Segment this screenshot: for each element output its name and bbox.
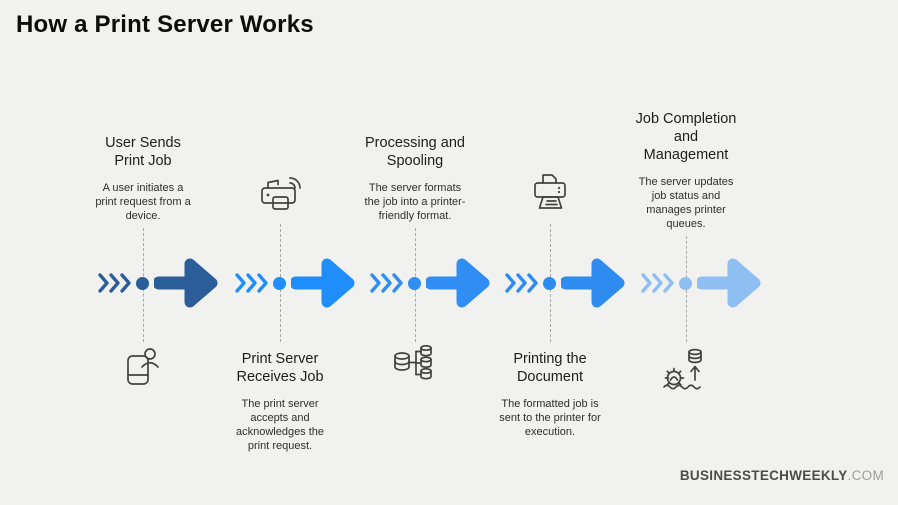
step-description: The server formats the job into a printe… — [364, 182, 466, 222]
timeline-dot — [679, 276, 692, 290]
step-connector-line — [686, 236, 687, 342]
timeline-dot — [273, 276, 286, 290]
step-text-block: Job Completion and Management The server… — [601, 110, 771, 231]
step-text-block: Printing the Document The formatted job … — [465, 350, 635, 439]
arrow-right-icon — [154, 258, 218, 308]
triple-chevron-icon — [505, 273, 538, 293]
brand-watermark: BUSINESSTECHWEEKLY.COM — [680, 468, 884, 483]
step-connector-line — [415, 228, 416, 342]
queue-management-icon — [654, 344, 718, 394]
spooling-database-icon — [383, 344, 447, 386]
step-description: The formatted job is sent to the printer… — [499, 398, 601, 438]
arrow-right-icon — [561, 258, 625, 308]
step-title: User Sends Print Job — [105, 135, 181, 169]
wireless-printer-icon — [248, 169, 312, 217]
timeline-arrow — [97, 254, 224, 312]
arrow-right-icon — [426, 258, 490, 308]
timeline-arrow — [369, 254, 496, 312]
step-connector-line — [143, 228, 144, 342]
step-title: Job Completion and Management — [635, 111, 737, 163]
timeline-arrow — [234, 254, 361, 312]
arrow-right-icon — [697, 258, 761, 308]
step-text-block: Print Server Receives Job The print serv… — [195, 350, 365, 453]
triple-chevron-icon — [641, 273, 674, 293]
step-description: The server updates job status and manage… — [638, 176, 734, 230]
triple-chevron-icon — [370, 273, 403, 293]
printer-output-icon — [518, 169, 582, 219]
step-text-block: Processing and Spooling The server forma… — [330, 134, 500, 223]
timeline-arrow — [504, 254, 631, 312]
triple-chevron-icon — [235, 273, 268, 293]
step-description: A user initiates a print request from a … — [95, 182, 191, 222]
step-text-block: User Sends Print Job A user initiates a … — [58, 134, 228, 223]
page-title: How a Print Server Works — [16, 11, 314, 38]
step-connector-line — [550, 224, 551, 342]
step-title: Printing the Document — [513, 351, 587, 385]
timeline-dot — [543, 276, 556, 290]
user-device-icon — [111, 344, 175, 390]
arrow-right-icon — [291, 258, 355, 308]
timeline-dot — [136, 276, 149, 290]
brand-name: BUSINESSTECHWEEKLY — [679, 468, 848, 483]
triple-chevron-icon — [98, 273, 131, 293]
step-title: Print Server Receives Job — [236, 351, 324, 385]
step-title: Processing and Spooling — [365, 135, 465, 169]
step-connector-line — [280, 224, 281, 342]
step-description: The print server accepts and acknowledge… — [235, 398, 325, 452]
timeline-arrow — [640, 254, 767, 312]
timeline-dot — [408, 276, 421, 290]
brand-suffix: .COM — [847, 468, 884, 483]
